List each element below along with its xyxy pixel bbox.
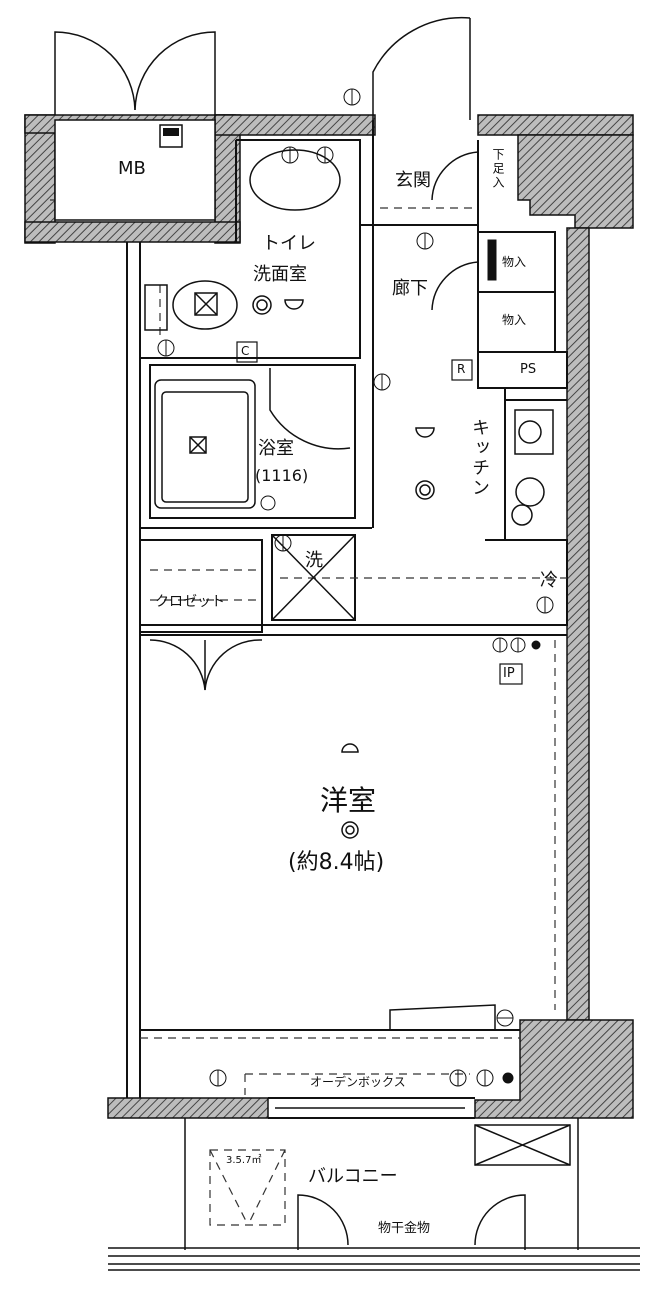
label-western-size: (約8.4帖)	[288, 850, 385, 875]
dashed-lines	[50, 199, 567, 1226]
label-closet: クロゼット	[155, 594, 225, 610]
c-mark-box	[236, 341, 258, 363]
label-mb: MB	[118, 158, 146, 179]
doors	[54, 16, 526, 1250]
label-ip: IP	[503, 666, 515, 681]
label-kitchen: キッチン	[469, 418, 490, 498]
label-balcony: バルコニー	[308, 1166, 398, 1187]
washbasin	[249, 149, 341, 211]
ip-mark-box	[499, 663, 523, 685]
wall-right	[566, 227, 590, 1021]
label-washer: 洗	[305, 550, 323, 571]
toilet-tank	[144, 284, 168, 331]
label-balcony-size: 3.5.7㎡	[226, 1155, 262, 1166]
interior-walls	[126, 120, 568, 1119]
wall-bottom-right-corner	[474, 1019, 634, 1119]
wall-bottom-left	[107, 1097, 269, 1119]
label-bathroom: 浴室	[258, 438, 294, 459]
label-fridge: 冷	[540, 570, 558, 591]
stove	[514, 409, 554, 455]
mb-box	[54, 119, 216, 221]
bathtub	[154, 379, 256, 509]
label-washroom: 洗面室	[253, 264, 307, 285]
wall-top-right	[477, 114, 634, 136]
label-bath-size: (1116)	[255, 466, 309, 485]
label-western-room: 洋室	[320, 784, 377, 817]
wall-left-mb-bottom	[24, 221, 241, 243]
label-curtain-box: オーデンボックス	[310, 1075, 406, 1089]
label-entrance: 玄関	[395, 170, 431, 191]
label-c: C	[241, 344, 250, 358]
wall-top-right-corner	[517, 134, 634, 229]
exterior-walls	[24, 114, 634, 1119]
wall-top-mid-bar	[214, 114, 376, 136]
label-ps: PS	[520, 362, 537, 377]
label-storage-1: 物入	[502, 255, 527, 269]
outlets	[157, 88, 554, 1087]
fixtures	[144, 149, 571, 1166]
label-r: R	[457, 362, 466, 376]
toilet-bowl	[172, 280, 238, 330]
label-drying-hardware: 物干金物	[378, 1221, 431, 1236]
label-toilet: トイレ	[262, 233, 316, 254]
balcony-railing	[108, 1118, 640, 1271]
r-mark-box	[451, 359, 473, 381]
label-storage-2: 物入	[502, 313, 527, 327]
label-hallway: 廊下	[392, 278, 428, 299]
label-shoe-box: 下足入	[491, 148, 505, 190]
